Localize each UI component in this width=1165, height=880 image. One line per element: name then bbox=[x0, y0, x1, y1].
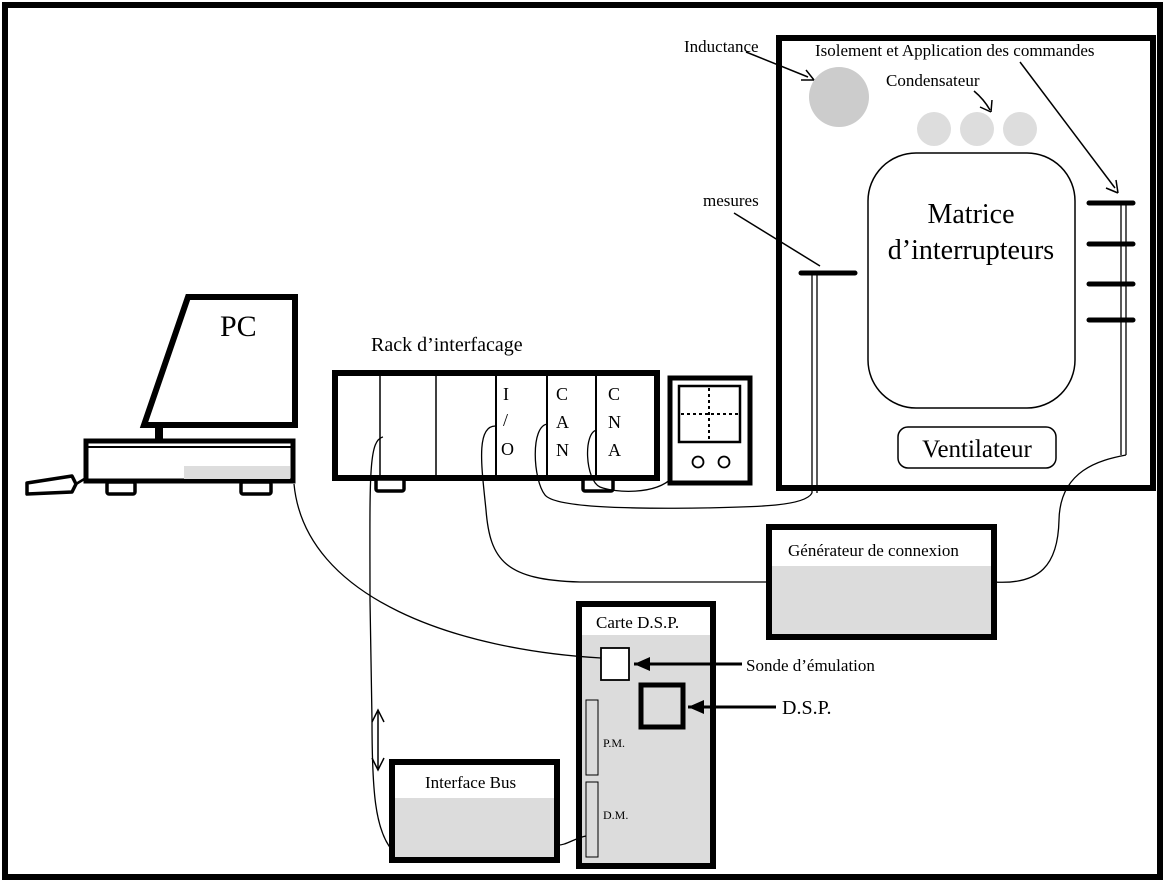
pc-foot-right bbox=[239, 480, 273, 496]
svg-text:C: C bbox=[608, 384, 620, 404]
svg-text:C: C bbox=[556, 384, 568, 404]
pc-screen bbox=[139, 294, 298, 428]
oscilloscope bbox=[667, 375, 753, 486]
slot-can-label: C A N bbox=[556, 384, 569, 460]
program-memory-label: P.M. bbox=[603, 736, 625, 750]
bus-interface-label: Interface Bus bbox=[425, 773, 516, 792]
svg-text:A: A bbox=[608, 440, 621, 460]
emulation-probe-label: Sonde d’émulation bbox=[746, 656, 875, 675]
pc-mouse-cord bbox=[75, 476, 87, 486]
svg-text:A: A bbox=[556, 412, 569, 432]
rack-to-bus-cable bbox=[369, 436, 393, 851]
pc-foot-left bbox=[105, 480, 137, 496]
generator-to-commands-cable bbox=[993, 454, 1127, 583]
slot-io-label: I / O bbox=[501, 384, 514, 459]
program-memory-slot bbox=[585, 699, 599, 776]
can-to-measure-cable bbox=[534, 423, 813, 509]
pc-to-probe-cable bbox=[293, 483, 602, 659]
arrow-inductance bbox=[745, 51, 815, 81]
rack-foot-left bbox=[374, 477, 406, 493]
capacitor-component bbox=[917, 112, 951, 146]
capacitor-component bbox=[1003, 112, 1037, 146]
svg-text:N: N bbox=[556, 440, 569, 460]
svg-text:/: / bbox=[503, 410, 508, 430]
inductance-component bbox=[809, 67, 869, 127]
arrow-sonde bbox=[634, 657, 742, 671]
svg-text:O: O bbox=[501, 439, 514, 459]
bus-to-dsp-cable bbox=[556, 835, 587, 846]
pc-mouse bbox=[25, 474, 78, 496]
switch-matrix-label-line2: d’interrupteurs bbox=[888, 235, 1054, 266]
arrow-bidirectional-bus bbox=[371, 708, 385, 772]
dsp-board bbox=[576, 601, 716, 869]
switch-matrix-label-line1: Matrice bbox=[927, 199, 1014, 230]
arrow-condensateur bbox=[973, 90, 993, 113]
condensateur-label: Condensateur bbox=[886, 71, 980, 90]
pc-drive-slot bbox=[184, 466, 290, 479]
dsp-chip bbox=[638, 682, 686, 730]
inductance-label: Inductance bbox=[684, 37, 759, 56]
arrow-dsp bbox=[688, 700, 776, 714]
oscilloscope-knob bbox=[691, 455, 705, 469]
dsp-board-label: Carte D.S.P. bbox=[596, 613, 679, 632]
connection-generator-label: Générateur de connexion bbox=[788, 541, 959, 560]
data-memory-slot bbox=[585, 781, 599, 858]
pc-hinge bbox=[155, 425, 163, 441]
data-memory-label: D.M. bbox=[603, 808, 628, 822]
cna-to-scope-cable bbox=[586, 429, 673, 492]
mesures-label: mesures bbox=[703, 191, 759, 210]
switch-matrix-box bbox=[867, 152, 1076, 409]
arrow-mesures bbox=[733, 212, 821, 267]
rack-title: Rack d’interfacage bbox=[371, 334, 523, 356]
svg-text:I: I bbox=[503, 384, 509, 404]
fan-box bbox=[897, 426, 1057, 469]
isolement-label: Isolement et Application des commandes bbox=[815, 41, 1095, 60]
svg-text:N: N bbox=[608, 412, 621, 432]
oscilloscope-knob bbox=[717, 455, 731, 469]
interface-rack bbox=[332, 370, 660, 493]
pc-label: PC bbox=[220, 310, 257, 343]
slot-cna-label: C N A bbox=[608, 384, 621, 460]
dsp-label: D.S.P. bbox=[782, 697, 831, 719]
capacitor-component bbox=[960, 112, 994, 146]
arrow-isolement bbox=[1019, 61, 1119, 194]
emulation-probe-socket bbox=[600, 647, 630, 681]
fan-label: Ventilateur bbox=[922, 436, 1032, 463]
pc-computer bbox=[25, 294, 298, 496]
io-to-generator-cable bbox=[480, 425, 769, 583]
